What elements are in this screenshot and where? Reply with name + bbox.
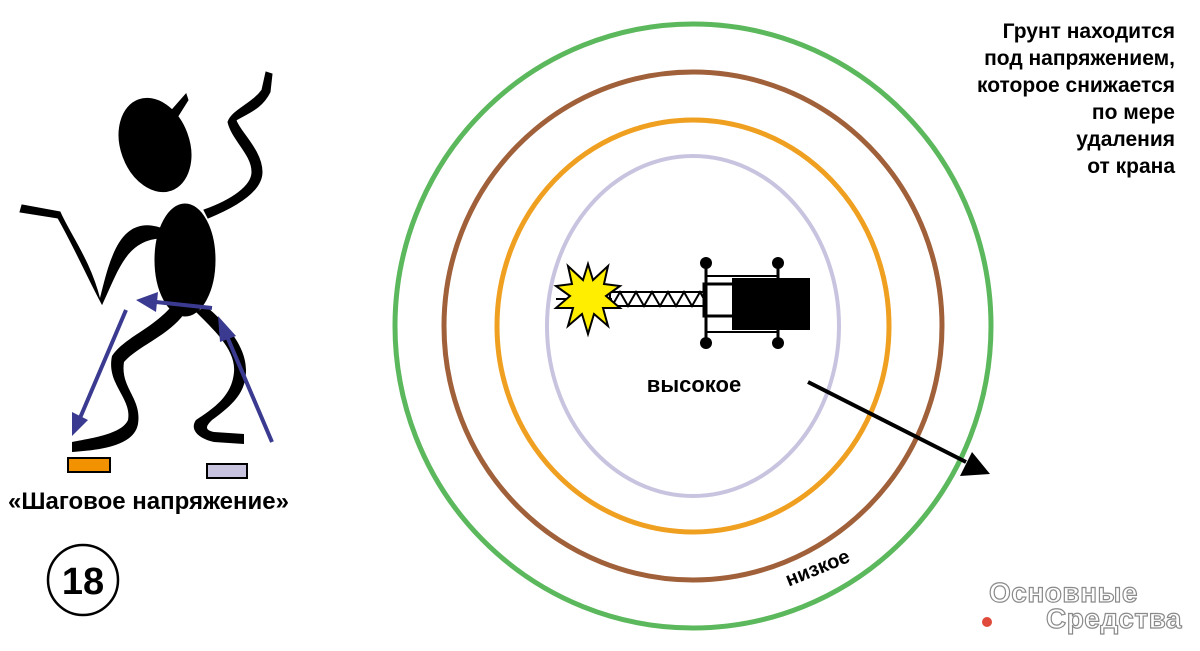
note-line: которое снижается: [977, 74, 1175, 97]
logo-word-2: Средства: [1045, 602, 1182, 634]
logo-word-1: Основные: [988, 576, 1138, 608]
right-foot-pad: [206, 463, 248, 479]
note-line: по мере: [1091, 101, 1175, 124]
crane-icon: [556, 257, 810, 349]
ground-voltage-note: Грунт находится под напряжением, которое…: [875, 18, 1175, 180]
step-voltage-caption: «Шаговое напряжение»: [8, 488, 289, 515]
ring-green: [392, 21, 994, 631]
figure-number-badge: 18: [46, 543, 120, 617]
distance-arrow: [807, 380, 990, 476]
voltage-rings: [392, 21, 994, 631]
spark-icon: [553, 260, 623, 338]
note-line: под напряжением,: [984, 47, 1175, 70]
ring-brown: [441, 69, 945, 583]
note-line: Грунт находится: [1002, 20, 1175, 43]
note-line: удаления: [1076, 128, 1175, 151]
ring-orange: [494, 117, 892, 535]
left-foot-pad: [67, 457, 111, 473]
note-line: от крана: [1087, 155, 1175, 178]
current-arrows: [72, 292, 274, 443]
ring-inner: [545, 154, 841, 498]
person-figure: [19, 71, 273, 452]
zone-high-label: высокое: [647, 372, 741, 397]
figure-number: 18: [62, 561, 104, 603]
publisher-logo: Основные Средства: [982, 576, 1182, 637]
logo-dot-icon: [982, 617, 992, 627]
